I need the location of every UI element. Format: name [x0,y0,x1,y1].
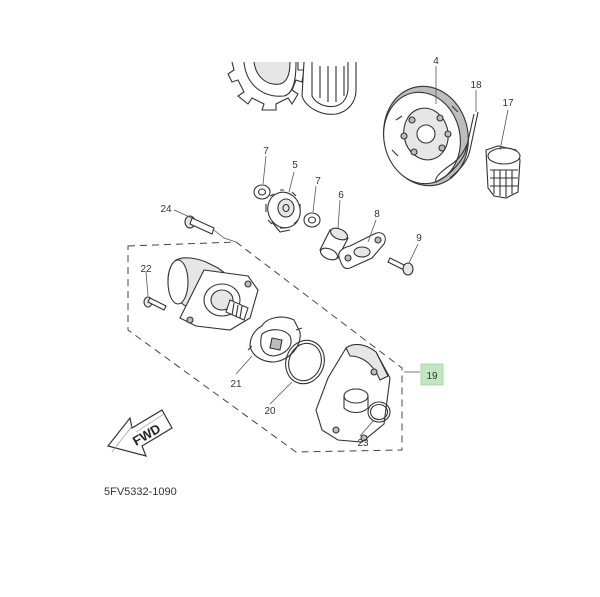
starter-clutch-disc [383,85,469,187]
part-label-4: 4 [433,56,439,67]
part-label-7-left: 7 [263,146,269,157]
idler-gear [265,189,301,233]
washer-right [303,212,321,228]
spring-clip [435,111,479,183]
part-label-22: 22 [140,264,152,275]
part-label-23: 23 [357,438,369,449]
part-label-19: 19 [426,371,438,382]
o-ring-23 [367,401,391,423]
part-label-18: 18 [470,80,482,91]
o-ring-20 [285,339,325,385]
part-label-5: 5 [292,160,298,171]
bolt-24 [184,215,215,235]
fwd-arrow-icon [106,409,173,457]
part-label-20: 20 [264,406,276,417]
part-label-7-right: 7 [315,176,321,187]
washer-left [253,184,271,200]
part-label-8: 8 [374,209,380,220]
brush-holder [247,316,303,363]
part-label-6: 6 [338,190,344,201]
plate [338,232,386,270]
part-label-9: 9 [416,233,422,244]
bolt-9 [387,257,414,276]
part-label-24: 24 [160,204,172,215]
bolt-22 [143,296,167,311]
part-label-17: 17 [502,98,514,109]
part-label-21: 21 [230,379,242,390]
starter-motor [167,257,259,331]
part-19-highlight [420,363,444,386]
leader-lines [145,66,509,437]
rear-cover [315,343,391,443]
pinion-gear [485,145,521,199]
drawing-code: 5FV5332-1090 [104,486,177,498]
large-gear-assembly [227,61,357,115]
